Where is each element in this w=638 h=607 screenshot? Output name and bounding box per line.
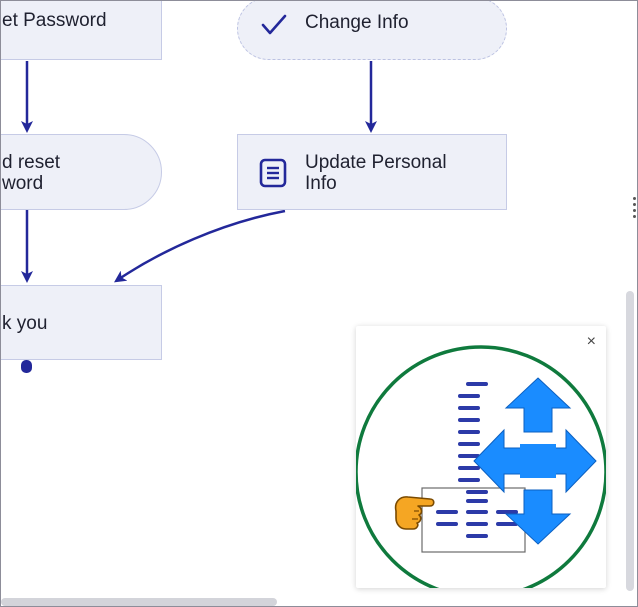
move-arrows-icon[interactable] [473,377,597,545]
node-change-info[interactable]: Change Info [237,1,507,60]
node-send-reset-line1: d reset [2,152,61,173]
node-change-info-label: Change Info [305,12,409,33]
vertical-scrollbar-thumb[interactable] [626,291,634,591]
node-update-personal-line2: Info [305,173,337,194]
checkmark-icon [260,12,288,43]
minimap-focus-ring [356,345,606,588]
document-list-icon [259,158,287,193]
edge-update-to-thanks [114,209,286,283]
node-update-personal-info[interactable]: Update Personal Info [237,134,507,210]
minimap-overview[interactable] [356,326,606,588]
minimap-diagram-preview [436,382,518,538]
node-reset-password[interactable]: et Password [1,1,162,60]
vertical-scrollbar[interactable] [624,1,636,605]
edge-stub [21,360,32,373]
node-send-reset-line2: word [2,173,44,194]
pointer-hand-icon [394,496,435,530]
horizontal-scrollbar-thumb[interactable] [1,598,277,606]
minimap-panel[interactable]: × [356,326,606,588]
node-thank-you[interactable]: k you [1,285,162,360]
close-icon[interactable]: × [586,333,596,350]
node-update-personal-line1: Update Personal [305,152,447,173]
node-send-reset-password[interactable]: d reset word [1,134,162,210]
panel-resize-grip[interactable] [633,197,637,227]
minimap-viewport[interactable] [421,487,526,553]
node-thank-you-label: k you [2,313,48,334]
node-reset-password-label: et Password [2,10,107,31]
